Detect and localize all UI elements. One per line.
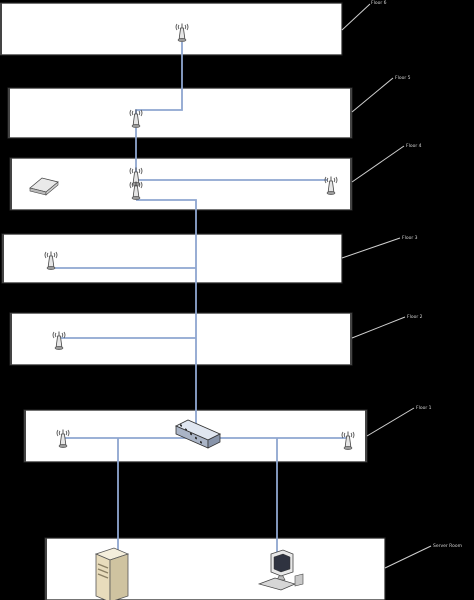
floor-label: Floor 3 — [402, 235, 418, 241]
network-switch-icon[interactable] — [174, 419, 222, 449]
callout-leader — [341, 3, 371, 31]
callout-leader — [351, 316, 406, 339]
callout-leader — [366, 407, 415, 437]
floor-label: Server Room — [433, 543, 462, 549]
network-cables — [52, 42, 350, 556]
floor-box-1 — [0, 2, 343, 56]
floor-label: Floor 6 — [371, 0, 387, 6]
floor-label: Floor 5 — [395, 75, 411, 81]
tower-server-icon[interactable] — [94, 547, 130, 600]
floor-labels: Floor 6 Floor 5 Floor 4 Floor 3 Floor 2 … — [371, 0, 462, 549]
desktop-workstation-icon[interactable] — [257, 549, 304, 591]
callout-leader — [351, 145, 405, 183]
cable-floor3-trunk — [136, 199, 197, 428]
callout-leaders — [341, 3, 432, 569]
floor-box-3 — [9, 157, 353, 211]
floor-label: Floor 4 — [406, 143, 422, 149]
floor-box-5 — [9, 312, 353, 366]
floor-label: Floor 1 — [416, 405, 432, 411]
floor-label: Floor 2 — [407, 314, 423, 320]
callout-leader — [341, 237, 401, 259]
floor-boxes — [0, 2, 386, 600]
wireless-bridge-icon[interactable] — [29, 177, 59, 196]
callout-leader — [351, 77, 394, 113]
floor-box-2 — [7, 87, 353, 139]
callout-leader — [384, 545, 432, 569]
